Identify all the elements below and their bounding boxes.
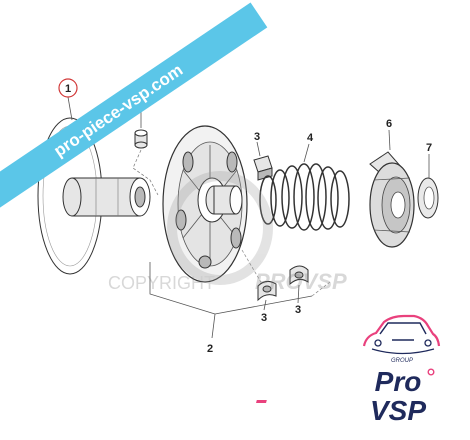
- callout-7: 7: [426, 142, 432, 154]
- part-3-slider-lower-left: [257, 280, 277, 302]
- callout-4: 4: [307, 132, 314, 144]
- part-3-slider-upper: [253, 155, 273, 181]
- part-4-spring: [259, 163, 350, 231]
- part-3-slider-lower-right: [289, 265, 309, 286]
- part-5-bushing: [132, 129, 159, 196]
- part-6-ramp-plate: [369, 151, 415, 248]
- callout-2: 2: [207, 343, 213, 355]
- logo-car-outline: [362, 314, 441, 347]
- part-7-washer: [417, 177, 439, 219]
- callout-3-lower-right: 3: [295, 304, 301, 316]
- logo-line-2: VSP: [370, 395, 426, 426]
- callout-3-upper: 3: [254, 131, 260, 143]
- logo-group-text: GROUP: [391, 358, 413, 364]
- callout-1: 1: [65, 83, 71, 95]
- logo-line-1: Pro: [375, 366, 422, 397]
- callout-3-lower-left: 3: [261, 312, 267, 324]
- provsp-logo: GROUP Pro VSP: [256, 314, 441, 426]
- callout-6: 6: [386, 118, 392, 130]
- copyright-brand: PROVSP: [255, 269, 347, 294]
- part-2-variator-plate: [162, 125, 248, 283]
- copyright-watermark: COPYRIGHT PROVSP: [108, 171, 347, 294]
- leader-lines: [67, 96, 430, 339]
- part-1-highlight-circle: [58, 78, 78, 98]
- copyright-text: COPYRIGHT: [108, 273, 215, 293]
